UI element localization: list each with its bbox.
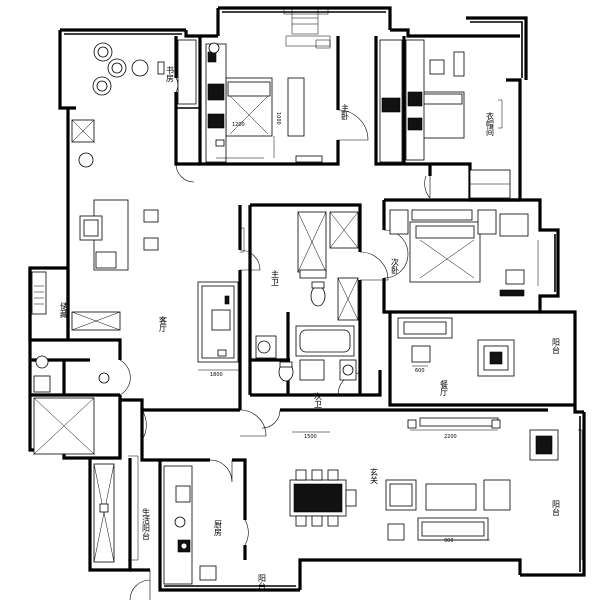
- dim-900: 900: [444, 538, 454, 544]
- label-bedroom-2: 衣帽间: [486, 111, 495, 137]
- label-kitchen: 厨房: [214, 520, 223, 537]
- label-bedroom-3: 次卧: [391, 257, 400, 275]
- label-guest-bath: 次卫: [314, 391, 323, 408]
- hall-furniture: [197, 281, 239, 363]
- label-entry: 玄关: [370, 467, 379, 485]
- label-balcony-bottom: 阳台: [258, 574, 267, 591]
- kitchen-fixtures: [163, 465, 217, 585]
- windows: [128, 7, 583, 561]
- label-study: 书房: [166, 65, 175, 83]
- bedroom-2-furniture: [405, 39, 511, 199]
- room-labels: 主卧 衣帽间 次卧 客厅 主卫 次卫 餐厅 玄关 厨房 阳台 阳台 书房 储藏 …: [60, 65, 561, 591]
- dim-1200: 1200: [232, 122, 245, 128]
- bedroom-3-furniture: [389, 209, 529, 297]
- label-storage: 储藏: [60, 301, 69, 319]
- living-furniture: [397, 317, 559, 461]
- dim-1800: 1800: [210, 372, 223, 378]
- dim-2200: 2200: [444, 434, 457, 440]
- dim-600: 600: [415, 368, 425, 374]
- label-balcony-living: 阳台: [552, 500, 561, 517]
- study-balcony-furniture: [92, 39, 220, 105]
- dining-furniture: [289, 469, 511, 541]
- master-bedroom-furniture: [205, 39, 403, 163]
- label-living: 客厅: [159, 315, 168, 332]
- bathroom-fixtures: [255, 211, 359, 382]
- label-balcony-right: 阳台: [552, 338, 561, 355]
- laundry-fixtures: [31, 271, 115, 563]
- dimension-lines: [198, 136, 498, 541]
- label-balcony-kitchen: 生活阳台: [142, 507, 151, 541]
- dim-1500: 1500: [304, 434, 317, 440]
- study-furniture: [71, 119, 159, 331]
- label-master-bath: 主卫: [271, 269, 280, 286]
- dimension-text: 2200 1800 1500 1200 1000 900 600: [210, 112, 457, 544]
- label-dining: 餐厅: [440, 380, 449, 396]
- label-master-bedroom: 主卧: [341, 103, 350, 121]
- dim-1000: 1000: [275, 112, 281, 125]
